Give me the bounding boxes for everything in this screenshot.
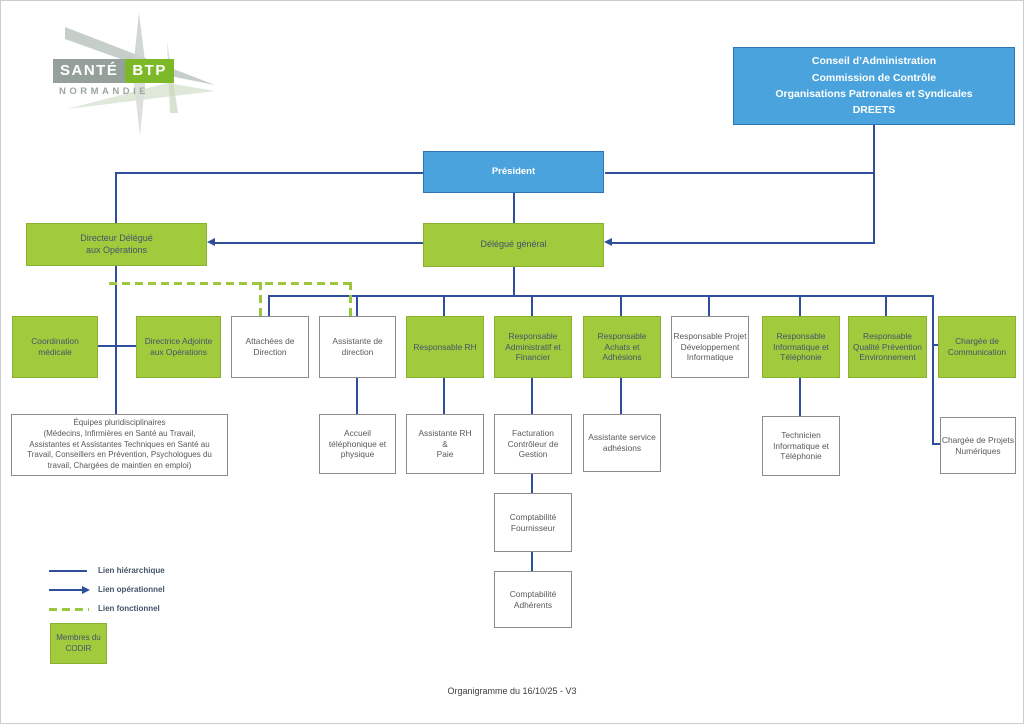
connector-line bbox=[443, 378, 445, 414]
connector-line bbox=[531, 295, 533, 316]
operational-link bbox=[612, 242, 875, 244]
legend-fonctionnel-label: Lien fonctionnel bbox=[98, 604, 160, 613]
connector-line bbox=[531, 378, 533, 414]
connector-line bbox=[356, 295, 358, 316]
node-directeur-delegue-operations: Directeur Délégué aux Opérations bbox=[26, 223, 207, 266]
functional-link bbox=[109, 282, 352, 285]
connector-line bbox=[268, 295, 270, 316]
connector-line bbox=[605, 172, 875, 174]
legend-hierarchique-label: Lien hiérarchique bbox=[98, 566, 165, 575]
legend-fonctionnel-swatch bbox=[49, 608, 89, 611]
node-comptabilite-fournisseur: Comptabilité Fournisseur bbox=[494, 493, 572, 552]
connector-line bbox=[531, 552, 533, 571]
connector-line bbox=[115, 266, 117, 414]
connector-line bbox=[356, 378, 358, 414]
node-coordination-medicale: Coordination médicale bbox=[12, 316, 98, 378]
node-president: Président bbox=[423, 151, 604, 193]
node-conseil-administration: Conseil d’Administration Commission de C… bbox=[733, 47, 1015, 125]
arrowhead-left-icon bbox=[604, 238, 612, 246]
connector-line bbox=[531, 474, 533, 493]
node-responsable-administratif-financier: Responsable Administratif et Financier bbox=[494, 316, 572, 378]
connector-line bbox=[268, 295, 934, 297]
connector-line bbox=[932, 295, 934, 445]
node-responsable-rh: Responsable RH bbox=[406, 316, 484, 378]
node-responsable-qualite-prevention: Responsable Qualité Prévention Environne… bbox=[848, 316, 927, 378]
connector-line bbox=[885, 295, 887, 316]
connector-line bbox=[932, 443, 940, 445]
node-directrice-adjointe-operations: Directrice Adjointe aux Opérations bbox=[136, 316, 221, 378]
logo-text-sante: SANTÉ bbox=[53, 59, 126, 83]
connector-line bbox=[513, 267, 515, 296]
node-attachees-direction: Attachées de Direction bbox=[231, 316, 309, 378]
connector-line bbox=[115, 172, 117, 223]
connector-line bbox=[708, 295, 710, 316]
legend-operationnel-swatch bbox=[49, 589, 82, 591]
connector-line bbox=[873, 125, 875, 244]
connector-line bbox=[443, 295, 445, 316]
connector-line bbox=[799, 295, 801, 316]
functional-link bbox=[259, 282, 262, 316]
node-responsable-informatique-telephonie: Responsable Informatique et Téléphonie bbox=[762, 316, 840, 378]
logo-text-normandie: NORMANDIE bbox=[59, 86, 150, 97]
node-equipes-pluridisciplinaires: Équipes pluridisciplinaires (Médecins, I… bbox=[11, 414, 228, 476]
connector-line bbox=[513, 193, 515, 223]
connector-line bbox=[620, 378, 622, 414]
connector-line bbox=[799, 378, 801, 416]
node-responsable-projet-developpement: Responsable Projet Développement Informa… bbox=[671, 316, 749, 378]
footer-caption: Organigramme du 16/10/25 - V3 bbox=[447, 686, 577, 696]
operational-link bbox=[215, 242, 423, 244]
logo-text-btp: BTP bbox=[125, 59, 174, 83]
node-accueil-telephonique: Accueil téléphonique et physique bbox=[319, 414, 396, 474]
node-assistante-rh-paie: Assistante RH & Paie bbox=[406, 414, 484, 474]
node-delegue-general: Délégué général bbox=[423, 223, 604, 267]
node-assistante-direction: Assistante de direction bbox=[319, 316, 396, 378]
node-chargee-communication: Chargée de Communication bbox=[938, 316, 1016, 378]
legend-membres-codir: Membres du CODIR bbox=[50, 623, 107, 664]
legend-operationnel-label: Lien opérationnel bbox=[98, 585, 165, 594]
connector-line bbox=[620, 295, 622, 316]
connector-line bbox=[98, 345, 136, 347]
connector-line bbox=[932, 344, 939, 346]
node-responsable-achats-adhesions: Responsable Achats et Adhésions bbox=[583, 316, 661, 378]
node-technicien-informatique-telephonie: Technicien Informatique et Téléphonie bbox=[762, 416, 840, 476]
node-chargee-projets-numeriques: Chargée de Projets Numériques bbox=[940, 417, 1016, 474]
node-assistante-service-adhesions: Assistante service adhésions bbox=[583, 414, 661, 472]
arrowhead-right-icon bbox=[82, 585, 90, 594]
connector-line bbox=[116, 172, 423, 174]
functional-link bbox=[349, 282, 352, 316]
node-comptabilite-adherents: Comptabilité Adhérents bbox=[494, 571, 572, 628]
legend-hierarchique-swatch bbox=[49, 570, 87, 572]
arrowhead-left-icon bbox=[207, 238, 215, 246]
node-facturation-controleur-gestion: Facturation Contrôleur de Gestion bbox=[494, 414, 572, 474]
